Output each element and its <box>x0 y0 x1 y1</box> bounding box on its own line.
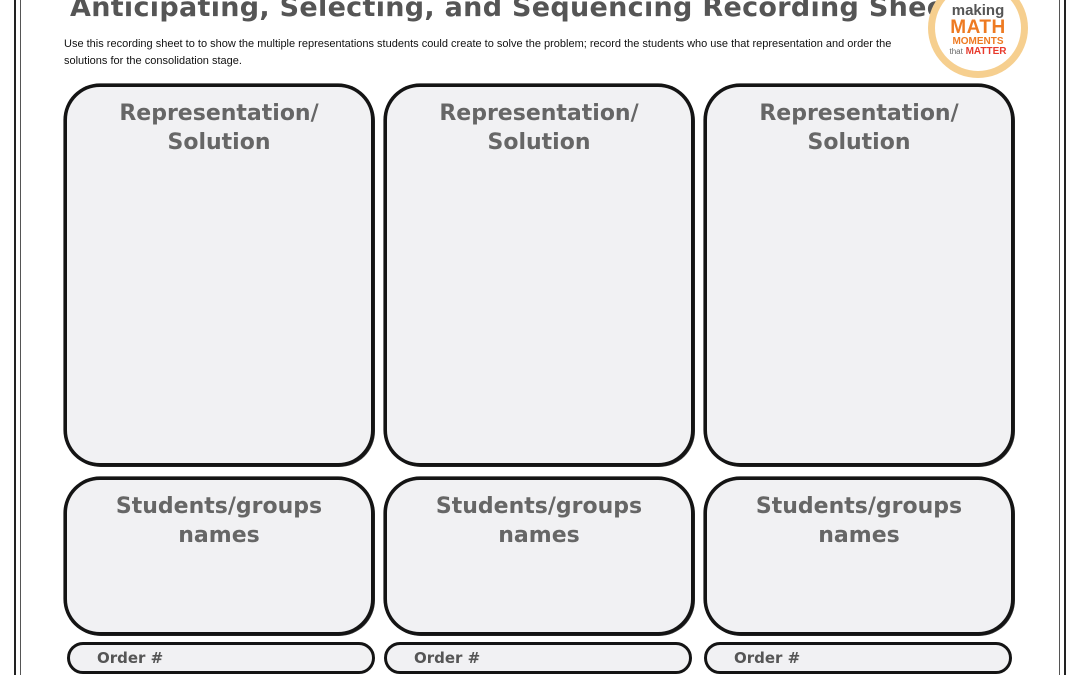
instructions-text: Use this recording sheet to to show the … <box>64 38 892 67</box>
making-math-moments-logo: making MATH MOMENTS that MATTER <box>928 0 1028 78</box>
representation-label-2: Representation/ Solution <box>439 101 639 155</box>
inner-border <box>20 0 1060 675</box>
logo-text-matter: MATTER <box>965 46 1007 57</box>
page-title: Anticipating, Selecting, and Sequencing … <box>70 0 959 23</box>
students-label-1: Students/groups names <box>115 494 323 548</box>
logo-text-making: making <box>951 2 1005 19</box>
representation-box-3[interactable]: Representation/ Solution <box>704 84 1014 466</box>
order-field-2[interactable]: Order # <box>384 642 692 674</box>
representation-box-2[interactable]: Representation/ Solution <box>384 84 694 466</box>
representation-label-1: Representation/ Solution <box>119 101 319 155</box>
order-field-3[interactable]: Order # <box>704 642 1012 674</box>
students-box-2[interactable]: Students/groups names <box>384 477 694 635</box>
logo-text-that-matter: that MATTER <box>949 47 1006 57</box>
order-field-1[interactable]: Order # <box>67 642 375 674</box>
logo-text-moments: MOMENTS <box>952 36 1004 47</box>
logo-text-math: MATH <box>950 17 1006 38</box>
students-box-1[interactable]: Students/groups names <box>64 477 374 635</box>
order-label-3: Order # <box>734 649 801 667</box>
students-label-3: Students/groups names <box>755 494 963 548</box>
representation-label-3: Representation/ Solution <box>759 101 959 155</box>
representation-box-1[interactable]: Representation/ Solution <box>64 84 374 466</box>
students-box-3[interactable]: Students/groups names <box>704 477 1014 635</box>
order-label-1: Order # <box>97 649 164 667</box>
order-label-2: Order # <box>414 649 481 667</box>
page-border <box>14 0 1066 675</box>
students-label-2: Students/groups names <box>435 494 643 548</box>
logo-text-that: that <box>949 47 963 56</box>
